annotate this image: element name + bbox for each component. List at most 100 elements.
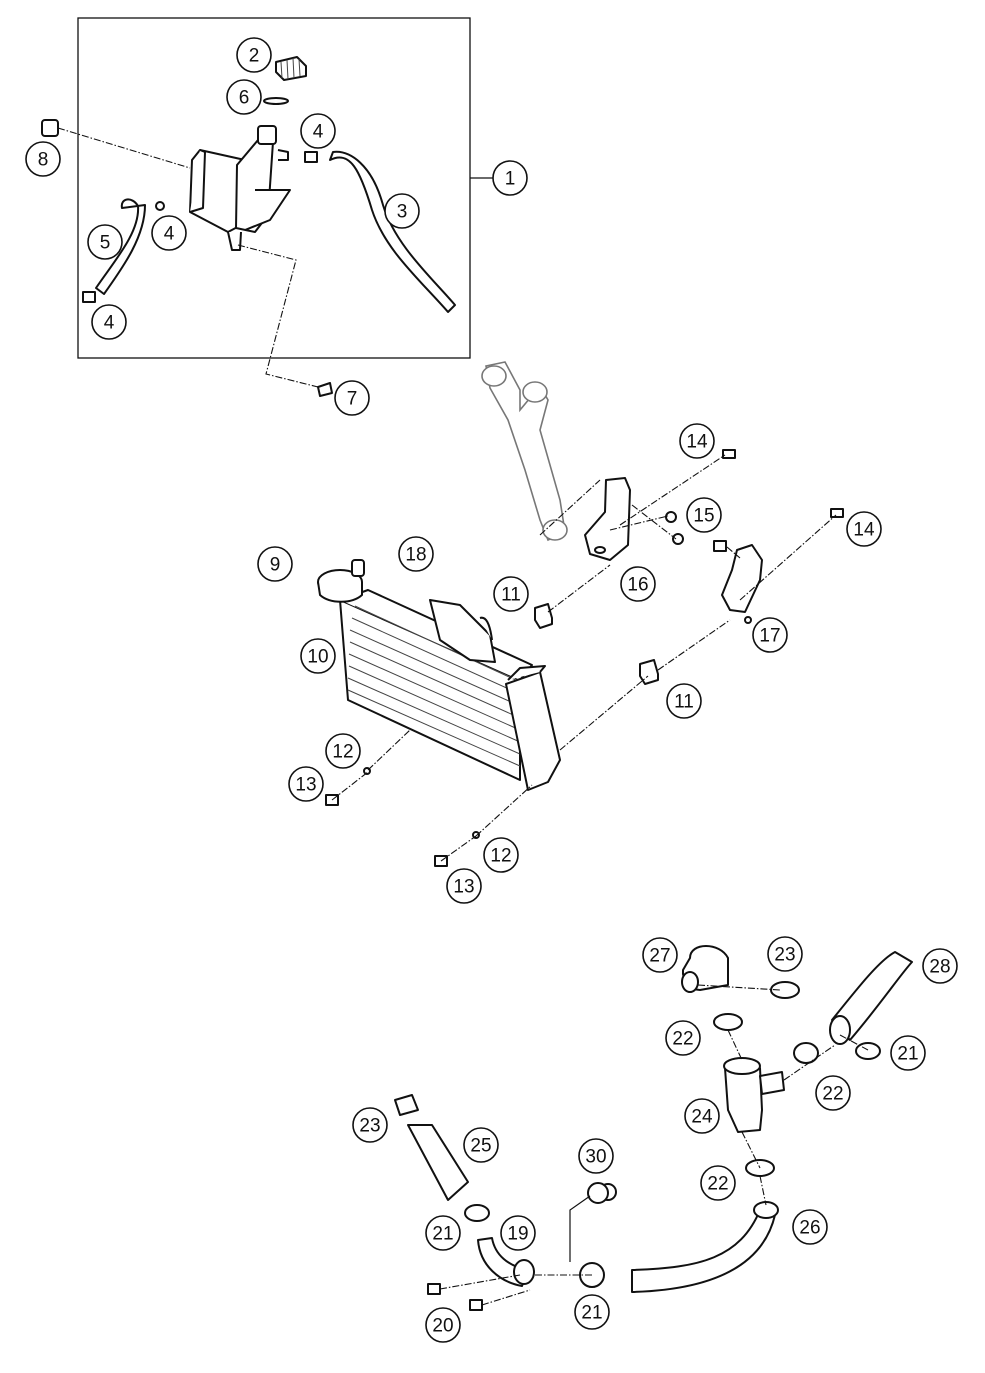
bracket-right xyxy=(721,544,763,624)
water-pump-hose xyxy=(631,1201,779,1293)
callout-label: 4 xyxy=(104,313,115,334)
radiator-nuts-washers xyxy=(325,767,480,867)
callout-c21c: 21 xyxy=(574,1294,610,1330)
callout-label: 6 xyxy=(239,88,250,109)
callout-label: 26 xyxy=(799,1218,820,1239)
expansion-tank xyxy=(189,125,291,251)
callout-c14a: 14 xyxy=(679,423,715,459)
callout-label: 14 xyxy=(686,432,708,453)
callout-c6: 6 xyxy=(226,79,262,115)
callout-c27: 27 xyxy=(642,937,678,973)
callout-label: 11 xyxy=(674,692,694,713)
callout-label: 13 xyxy=(295,775,316,796)
callout-label: 1 xyxy=(505,169,516,190)
callout-c21b: 21 xyxy=(425,1215,461,1251)
callout-c12a: 12 xyxy=(325,733,361,769)
callout-c25: 25 xyxy=(463,1127,499,1163)
callout-label: 9 xyxy=(270,555,281,576)
callout-label: 4 xyxy=(313,122,324,143)
callout-label: 7 xyxy=(347,389,358,410)
callout-label: 11 xyxy=(501,585,521,606)
callout-label: 23 xyxy=(359,1116,380,1137)
callout-label: 2 xyxy=(249,46,260,67)
callout-c4a: 4 xyxy=(300,113,336,149)
callout-c16: 16 xyxy=(620,566,656,602)
callout-label: 5 xyxy=(100,233,111,254)
pump-bolts xyxy=(427,1283,483,1311)
bracket-fasteners xyxy=(665,449,844,552)
callout-label: 14 xyxy=(853,520,875,541)
callout-c13b: 13 xyxy=(446,868,482,904)
callout-c9: 9 xyxy=(257,546,293,582)
callout-label: 22 xyxy=(707,1174,728,1195)
callout-label: 13 xyxy=(453,877,474,898)
callout-label: 17 xyxy=(759,626,780,647)
callout-label: 27 xyxy=(649,946,670,967)
callout-label: 21 xyxy=(432,1224,453,1245)
callout-c15: 15 xyxy=(686,497,722,533)
callout-c11b: 11 xyxy=(666,683,702,719)
callout-label: 24 xyxy=(691,1107,713,1128)
callout-c4c: 4 xyxy=(91,304,127,340)
rubber-bushings xyxy=(534,603,659,685)
hose-leaders xyxy=(439,984,869,1306)
elbow-hose-upper xyxy=(681,945,729,993)
radiator-cap xyxy=(317,559,365,603)
callout-label: 20 xyxy=(432,1316,453,1337)
tank-grommet xyxy=(41,119,59,137)
radiator-hose-long xyxy=(829,951,913,1045)
callout-c5: 5 xyxy=(87,224,123,260)
small-clamps xyxy=(82,151,318,303)
callout-c30: 30 xyxy=(578,1138,614,1174)
callout-c7: 7 xyxy=(334,380,370,416)
radiator-fins xyxy=(347,605,521,767)
callout-c2: 2 xyxy=(236,37,272,73)
elbow-connector xyxy=(477,1237,535,1287)
callout-label: 30 xyxy=(585,1147,606,1168)
callout-c10: 10 xyxy=(300,638,336,674)
callout-label: 19 xyxy=(507,1224,528,1245)
bracket-left xyxy=(584,477,631,561)
callout-c11a: 11 xyxy=(493,576,529,612)
callout-c28: 28 xyxy=(922,948,958,984)
callout-c1: 1 xyxy=(492,160,528,196)
callout-c3: 3 xyxy=(384,193,420,229)
bypass-hose xyxy=(394,1094,469,1201)
callout-label: 10 xyxy=(307,647,328,668)
callout-label: 23 xyxy=(774,945,795,966)
callout-c23a: 23 xyxy=(767,936,803,972)
callout-c21a: 21 xyxy=(890,1035,926,1071)
cap-seal xyxy=(263,97,289,105)
callout-label: 12 xyxy=(332,742,353,763)
callout-c20: 20 xyxy=(425,1307,461,1343)
tank-bolt xyxy=(317,382,333,397)
callout-c24: 24 xyxy=(684,1098,720,1134)
callout-label: 4 xyxy=(164,224,175,245)
callout-c19: 19 xyxy=(500,1215,536,1251)
tank-hose xyxy=(95,198,146,295)
cooling-fan xyxy=(429,599,496,663)
callout-label: 25 xyxy=(470,1136,491,1157)
callout-c14b: 14 xyxy=(846,511,882,547)
expansion-tank-kit-frame xyxy=(77,17,493,359)
callout-label: 21 xyxy=(897,1044,918,1065)
o-ring xyxy=(587,1182,609,1204)
callout-label: 3 xyxy=(397,202,408,223)
overflow-hose xyxy=(329,150,456,313)
callout-label: 8 xyxy=(38,150,49,171)
radiator-bracket-grey xyxy=(481,361,568,542)
callout-label: 15 xyxy=(693,506,714,527)
callout-label: 18 xyxy=(405,545,426,566)
thermostat-housing xyxy=(723,1057,785,1133)
callout-c22c: 22 xyxy=(700,1165,736,1201)
callout-label: 16 xyxy=(627,575,648,596)
callout-label: 21 xyxy=(581,1303,602,1324)
tank-leaders xyxy=(57,127,319,388)
callout-label: 22 xyxy=(672,1029,693,1050)
callout-label: 28 xyxy=(929,957,950,978)
radiator-leaders xyxy=(331,454,837,862)
callout-label: 12 xyxy=(490,846,511,867)
callout-c23b: 23 xyxy=(352,1107,388,1143)
callout-label: 22 xyxy=(822,1084,843,1105)
